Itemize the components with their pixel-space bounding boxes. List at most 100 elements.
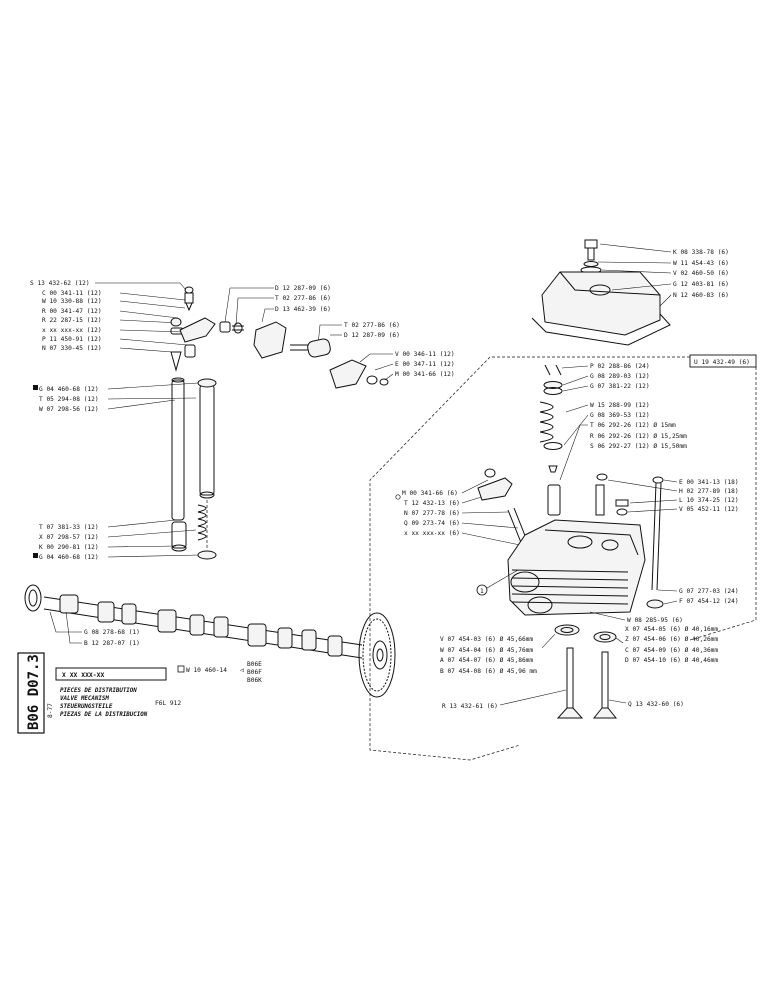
page-code: B06 D07.3: [26, 654, 42, 730]
label-xxx-12: x xx xxx-xx (12): [42, 327, 102, 334]
left-labels: S 13 432-62 (12) C 00 341-11 (12) W 10 3…: [30, 280, 102, 561]
label-v05452-11: V 05 452-11 (12): [679, 506, 739, 513]
part-code: X XX XXX-XX: [62, 671, 104, 679]
camshaft: [24, 584, 396, 698]
valve-spring-stack: [539, 364, 563, 516]
label-r13432-61: R 13 432-61 (6): [442, 703, 498, 710]
label-n07330-45: N 07 330-45 (12): [42, 345, 102, 352]
head-ref: U 19 432-49 (6): [694, 359, 750, 366]
label-m00341-66: M 00 341-66 (6): [402, 490, 458, 497]
label-g08369-53: G 08 369-53 (12): [590, 412, 650, 419]
label-b12287-07: B 12 287-07 (1): [84, 640, 140, 647]
label-f07454-12: F 07 454-12 (24): [679, 598, 739, 605]
model-b06f: B06F: [247, 669, 262, 676]
label-g04460-68-bottom: G 04 460-68 (12): [39, 554, 99, 561]
kit-ref: W 10 460-14: [186, 667, 227, 674]
label-g12403-81: G 12 403-81 (6): [673, 281, 729, 288]
svg-text:◁: ◁: [240, 667, 244, 674]
label-d13462-39: D 13 462-39 (6): [275, 306, 331, 313]
rocker-shaft: [219, 321, 389, 389]
page-date: 8-77: [47, 703, 54, 718]
label-d12287-09-b: D 12 287-09 (6): [344, 332, 400, 339]
label-v00346-11: V 00 346-11 (12): [395, 351, 455, 358]
title-de: STEUERUNGSTEILE: [60, 704, 113, 710]
valve-cover: [531, 239, 671, 346]
label-w10330-88: W 10 330-88 (12): [42, 298, 102, 305]
label-n12460-83: N 12 460-83 (6): [673, 292, 729, 299]
label-c07454-09: C 07 454-09 (6) Ø 40,36mm: [625, 646, 718, 654]
label-n07277-78: N 07 277-78 (6): [404, 510, 460, 517]
label-l10374-25: L 10 374-25 (12): [679, 497, 739, 504]
label-t12432-13: T 12 432-13 (6): [404, 500, 460, 507]
cylinder-head: 1: [476, 519, 646, 616]
info-block: B06 D07.3 8-77 X XX XXX-XX W 10 460-14 ◁…: [17, 652, 262, 734]
label-k08338-78: K 08 338-78 (6): [673, 249, 729, 256]
head-left-labels: M 00 341-66 (6) T 12 432-13 (6) N 07 277…: [395, 479, 521, 546]
model-b06k: B06K: [247, 677, 262, 684]
valve-spring-labels: P 02 288-86 (24) G 08 289-03 (12) G 07 3…: [559, 363, 687, 481]
seat-left-labels: V 07 454-03 (6) Ø 45,66mm W 07 454-04 (6…: [440, 633, 556, 675]
label-a07454-07: A 07 454-07 (6) Ø 45,86mm: [440, 656, 533, 664]
label-c00341-11: C 00 341-11 (12): [42, 290, 102, 297]
label-g08289-03: G 08 289-03 (12): [590, 373, 650, 380]
label-q13432-60: Q 13 432-60 (6): [628, 701, 684, 708]
label-p11450-91: P 11 450-91 (12): [42, 336, 102, 343]
label-h02277-89: H 02 277-89 (18): [679, 488, 739, 495]
left-leader-lines: [95, 282, 201, 558]
label-g04460-68-top: G 04 460-68 (12): [39, 386, 99, 393]
label-e00341-13: E 00 341-13 (18): [679, 479, 739, 486]
label-b07454-08: B 07 454-08 (6) Ø 45,96 mm: [440, 667, 537, 675]
label-w08285-95: W 08 285-95 (6): [627, 617, 683, 624]
title-fr: PIECES DE DISTRIBUTION: [60, 688, 137, 694]
valve-seats: [554, 624, 617, 643]
head-group-outline-right: [689, 367, 757, 641]
label-e00347-11: E 00 347-11 (12): [395, 361, 455, 368]
model-b06e: B06E: [247, 661, 262, 668]
label-t05294-08: T 05 294-08 (12): [39, 396, 99, 403]
label-m00341-66: M 00 341-66 (12): [395, 371, 455, 378]
mark-square: [33, 553, 38, 558]
label-w07454-04: W 07 454-04 (6) Ø 45,76mm: [440, 646, 533, 654]
label-k00290-81: K 00 290-81 (12): [39, 544, 99, 551]
head-ref-box: [689, 354, 757, 368]
head-right-labels: E 00 341-13 (18) H 02 277-89 (18) L 10 3…: [589, 479, 739, 624]
title-es: PIEZAS DE LA DISTRIBUCION: [60, 712, 148, 718]
label-z07454-06: Z 07 454-06 (6) Ø 40,26mm: [625, 635, 718, 643]
label-r06292-26: R 06 292-26 (12) Ø 15,25mm: [590, 432, 687, 440]
label-w07298-56: W 07 298-56 (12): [39, 406, 99, 413]
label-w11454-43: W 11 454-43 (6): [673, 260, 729, 267]
callout-number: 1: [480, 588, 484, 595]
cover-labels: K 08 338-78 (6) W 11 454-43 (6) V 02 460…: [597, 243, 729, 307]
camshaft-gear: [358, 612, 396, 698]
mark-square: [33, 385, 38, 390]
label-xxx-6: x xx xxx-xx (6): [404, 530, 460, 537]
label-w15288-99: W 15 288-99 (12): [590, 402, 650, 409]
label-p02288-86: P 02 288-86 (24): [590, 363, 650, 370]
page-code-box: [17, 652, 45, 734]
pushrod-assembly: [170, 286, 217, 560]
label-t07381-33: T 07 381-33 (12): [39, 524, 99, 531]
label-x07454-05: X 07 454-05 (6) Ø 40,16mm: [625, 625, 718, 633]
label-r00341-47: R 00 341-47 (12): [42, 308, 102, 315]
valves: R 13 432-61 (6) Q 13 432-60 (6): [442, 647, 684, 719]
part-code-box: [55, 667, 167, 681]
head-left-parts: [477, 468, 531, 551]
label-t02277-86-b: T 02 277-86 (6): [344, 322, 400, 329]
head-group-outline: [369, 356, 690, 761]
head-studs: [595, 473, 664, 609]
seat-right-labels: X 07 454-05 (6) Ø 40,16mm Z 07 454-06 (6…: [615, 625, 718, 664]
label-q09273-74: Q 09 273-74 (6): [404, 520, 460, 527]
label-x07298-57: X 07 298-57 (12): [39, 534, 99, 541]
label-g08278-68: G 08 278-68 (1): [84, 629, 140, 636]
callout-circle: [476, 584, 488, 596]
rocker-labels: D 12 287-09 (6) T 02 277-86 (6) D 13 462…: [275, 285, 455, 378]
label-r22287-15: R 22 287-15 (12): [42, 317, 102, 324]
label-v02460-50: V 02 460-50 (6): [673, 270, 729, 277]
label-t06292-26: T 06 292-26 (12) Ø 15mm: [590, 421, 676, 429]
label-s13432-62: S 13 432-62 (12): [30, 280, 90, 287]
label-d07454-10: D 07 454-10 (6) Ø 40,46mm: [625, 656, 718, 664]
camshaft-labels: G 08 278-68 (1) B 12 287-07 (1): [49, 611, 140, 647]
label-s06292-27: S 06 292-27 (12) Ø 15,50mm: [590, 442, 687, 450]
